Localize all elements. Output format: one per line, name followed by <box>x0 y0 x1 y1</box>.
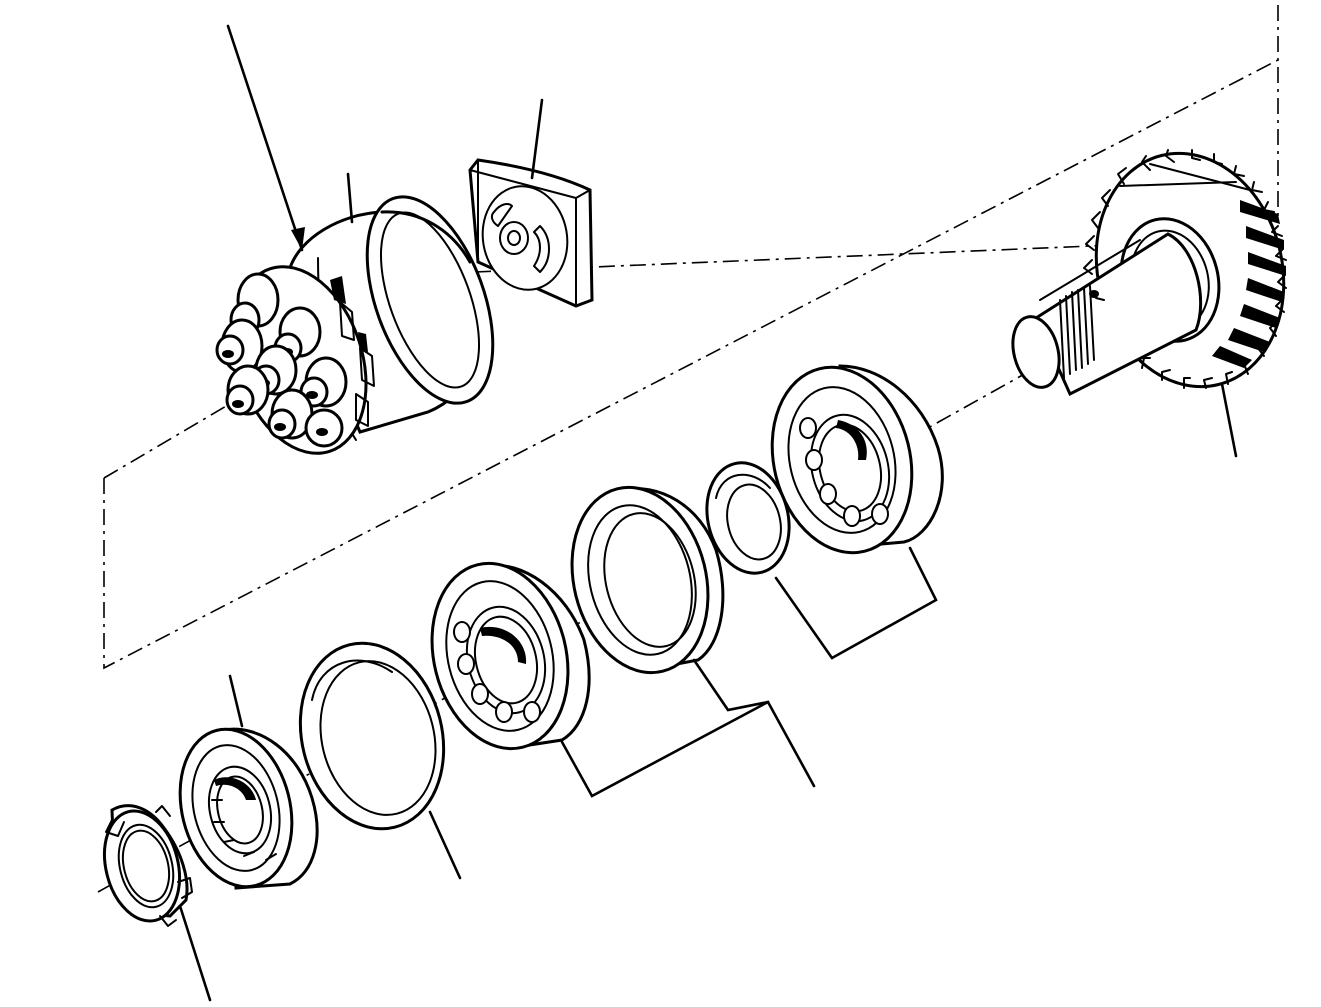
ring-thin <box>298 641 446 831</box>
valve-plate <box>468 158 594 308</box>
bearing-balls <box>453 621 541 723</box>
shaft-threads <box>1059 285 1095 379</box>
bearing-middle <box>430 561 591 751</box>
gear-shaft <box>1011 149 1287 397</box>
piston-assembly <box>215 195 495 455</box>
bearing-left <box>178 727 319 890</box>
arrow-head-icon <box>291 227 305 250</box>
bearing-large-right <box>770 364 944 555</box>
bearing-balls <box>799 417 889 527</box>
leader-lines <box>178 24 1238 1002</box>
roller-elements <box>211 799 277 861</box>
lock-nut <box>103 804 193 927</box>
ring-large <box>570 485 725 675</box>
piston-heads <box>215 272 348 448</box>
gear-tooth-shading <box>1119 163 1286 368</box>
spacer-small <box>705 461 791 575</box>
